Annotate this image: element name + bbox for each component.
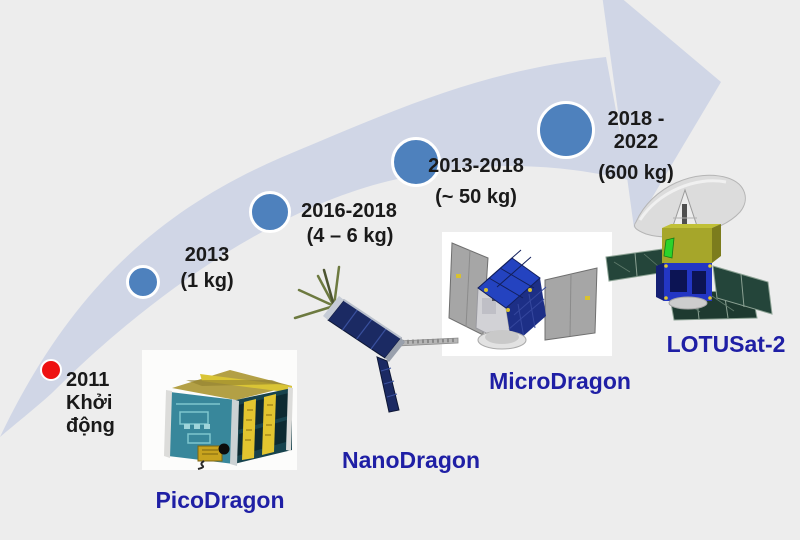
milestone-2016-2018-mass: (4 – 6 kg) [306, 225, 394, 247]
milestone-2011-label: 2011 Khởi động [66, 369, 115, 438]
milestone-2013-year: 2013 [184, 244, 230, 266]
arrow-head [602, 0, 721, 228]
milestone-2018-2022-year: 2018 - 2022 [608, 108, 665, 154]
nanodragon-name: NanoDragon [342, 447, 480, 473]
picodragon-cubesat-art [164, 370, 293, 470]
picodragon-name: PicoDragon [155, 487, 285, 513]
milestone-2013-2018-mass: (~ 50 kg) [435, 186, 517, 208]
milestone-dot-2013 [126, 265, 160, 299]
picodragon-photo [142, 350, 297, 470]
milestone-2011-line1: Khởi [66, 392, 113, 414]
microdragon-sat-art [448, 242, 598, 350]
milestone-2018-2022-mass: (600 kg) [598, 162, 674, 184]
microdragon-photo [442, 232, 612, 356]
nanodragon-antennas [293, 265, 341, 320]
nanodragon-render [293, 265, 459, 413]
milestone-2011-year: 2011 [66, 369, 110, 391]
lotusat2-name: LOTUSat-2 [666, 331, 786, 357]
lotusat2-render [605, 174, 773, 321]
milestone-2018-2022-year-line2: 2022 [613, 131, 659, 153]
milestone-dot-2013-2018 [391, 137, 441, 187]
start-dot-2011 [40, 359, 62, 381]
milestone-2018-2022-year-line1: 2018 - [607, 108, 665, 130]
microdragon-name: MicroDragon [489, 368, 631, 394]
milestone-2016-2018-year: 2016-2018 [301, 200, 397, 222]
milestone-2011-line2: động [66, 415, 115, 437]
milestone-2013-mass: (1 kg) [180, 270, 234, 292]
milestone-2013-2018-year: 2013-2018 [428, 155, 524, 177]
milestone-dot-2016-2018 [249, 191, 291, 233]
milestone-dot-2018-2022 [537, 101, 595, 159]
